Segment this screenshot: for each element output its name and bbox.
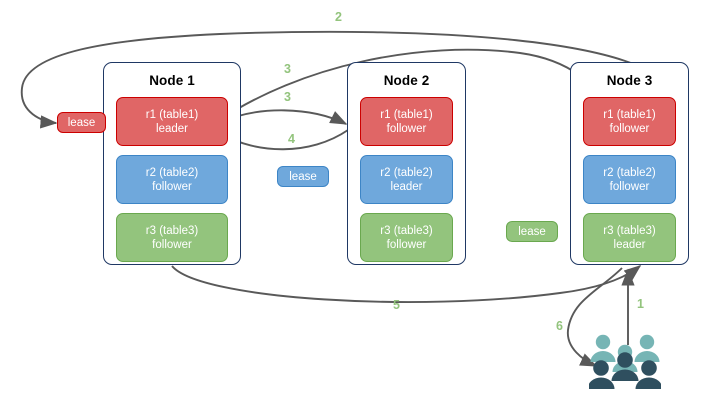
replica-n3-r3[interactable]: r3 (table3) leader [583,213,676,262]
replica-line1: r1 (table1) [145,108,199,121]
lease-badge-r3[interactable]: lease [506,221,558,242]
replica-line2: leader [156,122,188,135]
step-label-6: 6 [556,319,563,333]
replica-line2: leader [390,180,423,193]
replica-n1-r2[interactable]: r2 (table2) follower [116,155,228,204]
replica-line2: follower [386,238,427,251]
replica-line1: r3 (table3) [145,224,199,237]
replica-n3-r1[interactable]: r1 (table1) follower [583,97,676,146]
replica-line1: r2 (table2) [380,166,433,179]
step-label-3b: 3 [284,90,291,104]
users-group-icon [589,334,661,389]
node-title: Node 1 [149,73,195,88]
replica-line2: follower [609,122,650,135]
replica-line1: r3 (table3) [380,224,433,237]
replica-n2-r3[interactable]: r3 (table3) follower [360,213,453,262]
lease-badge-r1[interactable]: lease [57,112,106,133]
node-title: Node 3 [606,73,653,88]
replica-line2: follower [386,122,427,135]
users-back-row [590,334,660,372]
users-front-row [589,352,661,389]
node-card-node-2: Node 2 r1 (table1) follower r2 (table2) … [347,62,466,265]
replica-n1-r1[interactable]: r1 (table1) leader [116,97,228,146]
node-card-node-3: Node 3 r1 (table1) follower r2 (table2) … [570,62,689,265]
replica-line2: follower [152,180,192,193]
replica-line1: r2 (table2) [603,166,656,179]
replica-n1-r3[interactable]: r3 (table3) follower [116,213,228,262]
step-label-5: 5 [393,298,400,312]
node-title: Node 2 [383,73,430,88]
replica-line1: r2 (table2) [145,166,199,179]
replica-line2: leader [613,238,646,251]
lease-badge-r2[interactable]: lease [277,166,329,187]
replica-line2: follower [152,238,192,251]
replica-line1: r1 (table1) [603,108,656,121]
replica-n2-r2[interactable]: r2 (table2) leader [360,155,453,204]
step-label-1: 1 [637,297,644,311]
replica-line1: r1 (table1) [380,108,433,121]
step-label-2: 2 [335,10,342,24]
step-label-3a: 3 [284,62,291,76]
replica-n2-r1[interactable]: r1 (table1) follower [360,97,453,146]
edge-step-5 [171,265,642,303]
replica-n3-r2[interactable]: r2 (table2) follower [583,155,676,204]
replica-line1: r3 (table3) [603,224,656,237]
replica-line2: follower [609,180,650,193]
node-card-node-1: Node 1 r1 (table1) leader r2 (table2) fo… [103,62,241,265]
step-label-4: 4 [288,132,295,146]
